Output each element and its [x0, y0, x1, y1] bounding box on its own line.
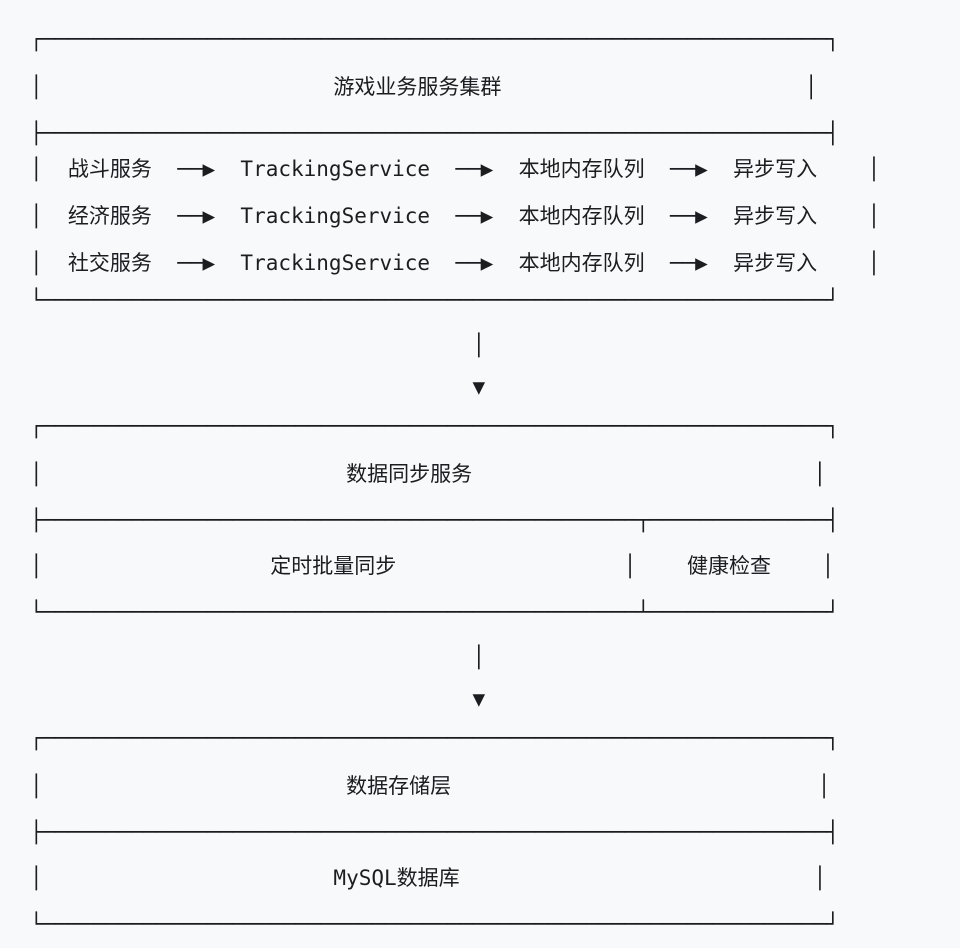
- cluster-title-row: │ 游戏业务服务集群 │: [30, 75, 818, 99]
- cluster-row-social: │ 社交服务 ──▶ TrackingService ──▶ 本地内存队列 ──…: [30, 251, 881, 275]
- cluster-box-bottom-border: └───────────────────────────────────────…: [30, 288, 840, 312]
- spacer-after-cluster: [0, 313, 960, 323]
- layer-game-service-cluster: ┌───────────────────────────────────────…: [0, 24, 960, 313]
- layer-data-storage: ┌───────────────────────────────────────…: [0, 723, 960, 937]
- cluster-row-economy: │ 经济服务 ──▶ TrackingService ──▶ 本地内存队列 ──…: [30, 204, 881, 228]
- layer-data-sync-service: ┌───────────────────────────────────────…: [0, 411, 960, 625]
- storage-row-mysql: │ MySQL数据库 │: [30, 866, 827, 890]
- storage-title-separator: ├───────────────────────────────────────…: [30, 820, 840, 844]
- cluster-box-top-border: ┌───────────────────────────────────────…: [30, 27, 840, 51]
- sync-row-batch-and-health: │ 定时批量同步 │ 健康检查 │: [30, 554, 835, 578]
- sync-box-top-border: ┌───────────────────────────────────────…: [30, 414, 840, 438]
- storage-box-top-border: ┌───────────────────────────────────────…: [30, 726, 840, 750]
- connector-sync-to-storage: │ ▼: [0, 635, 960, 719]
- sync-title-row: │ 数据同步服务 │: [30, 462, 827, 486]
- cluster-title-separator: ├───────────────────────────────────────…: [30, 121, 840, 145]
- storage-box-bottom-border: └───────────────────────────────────────…: [30, 912, 840, 936]
- connector-1-vertical-line: │: [30, 333, 486, 357]
- connector-2-vertical-line: │: [30, 645, 486, 669]
- connector-2-down-arrow-icon: ▼: [30, 687, 486, 711]
- spacer-after-sync: [0, 625, 960, 635]
- connector-cluster-to-sync: │ ▼: [0, 323, 960, 407]
- cluster-row-combat: │ 战斗服务 ──▶ TrackingService ──▶ 本地内存队列 ──…: [30, 157, 881, 181]
- connector-1-down-arrow-icon: ▼: [30, 375, 486, 399]
- storage-title-row: │ 数据存储层 │: [30, 774, 831, 798]
- sync-box-bottom-border: └───────────────────────────────────────…: [30, 600, 840, 624]
- sync-title-separator: ├───────────────────────────────────────…: [30, 508, 840, 532]
